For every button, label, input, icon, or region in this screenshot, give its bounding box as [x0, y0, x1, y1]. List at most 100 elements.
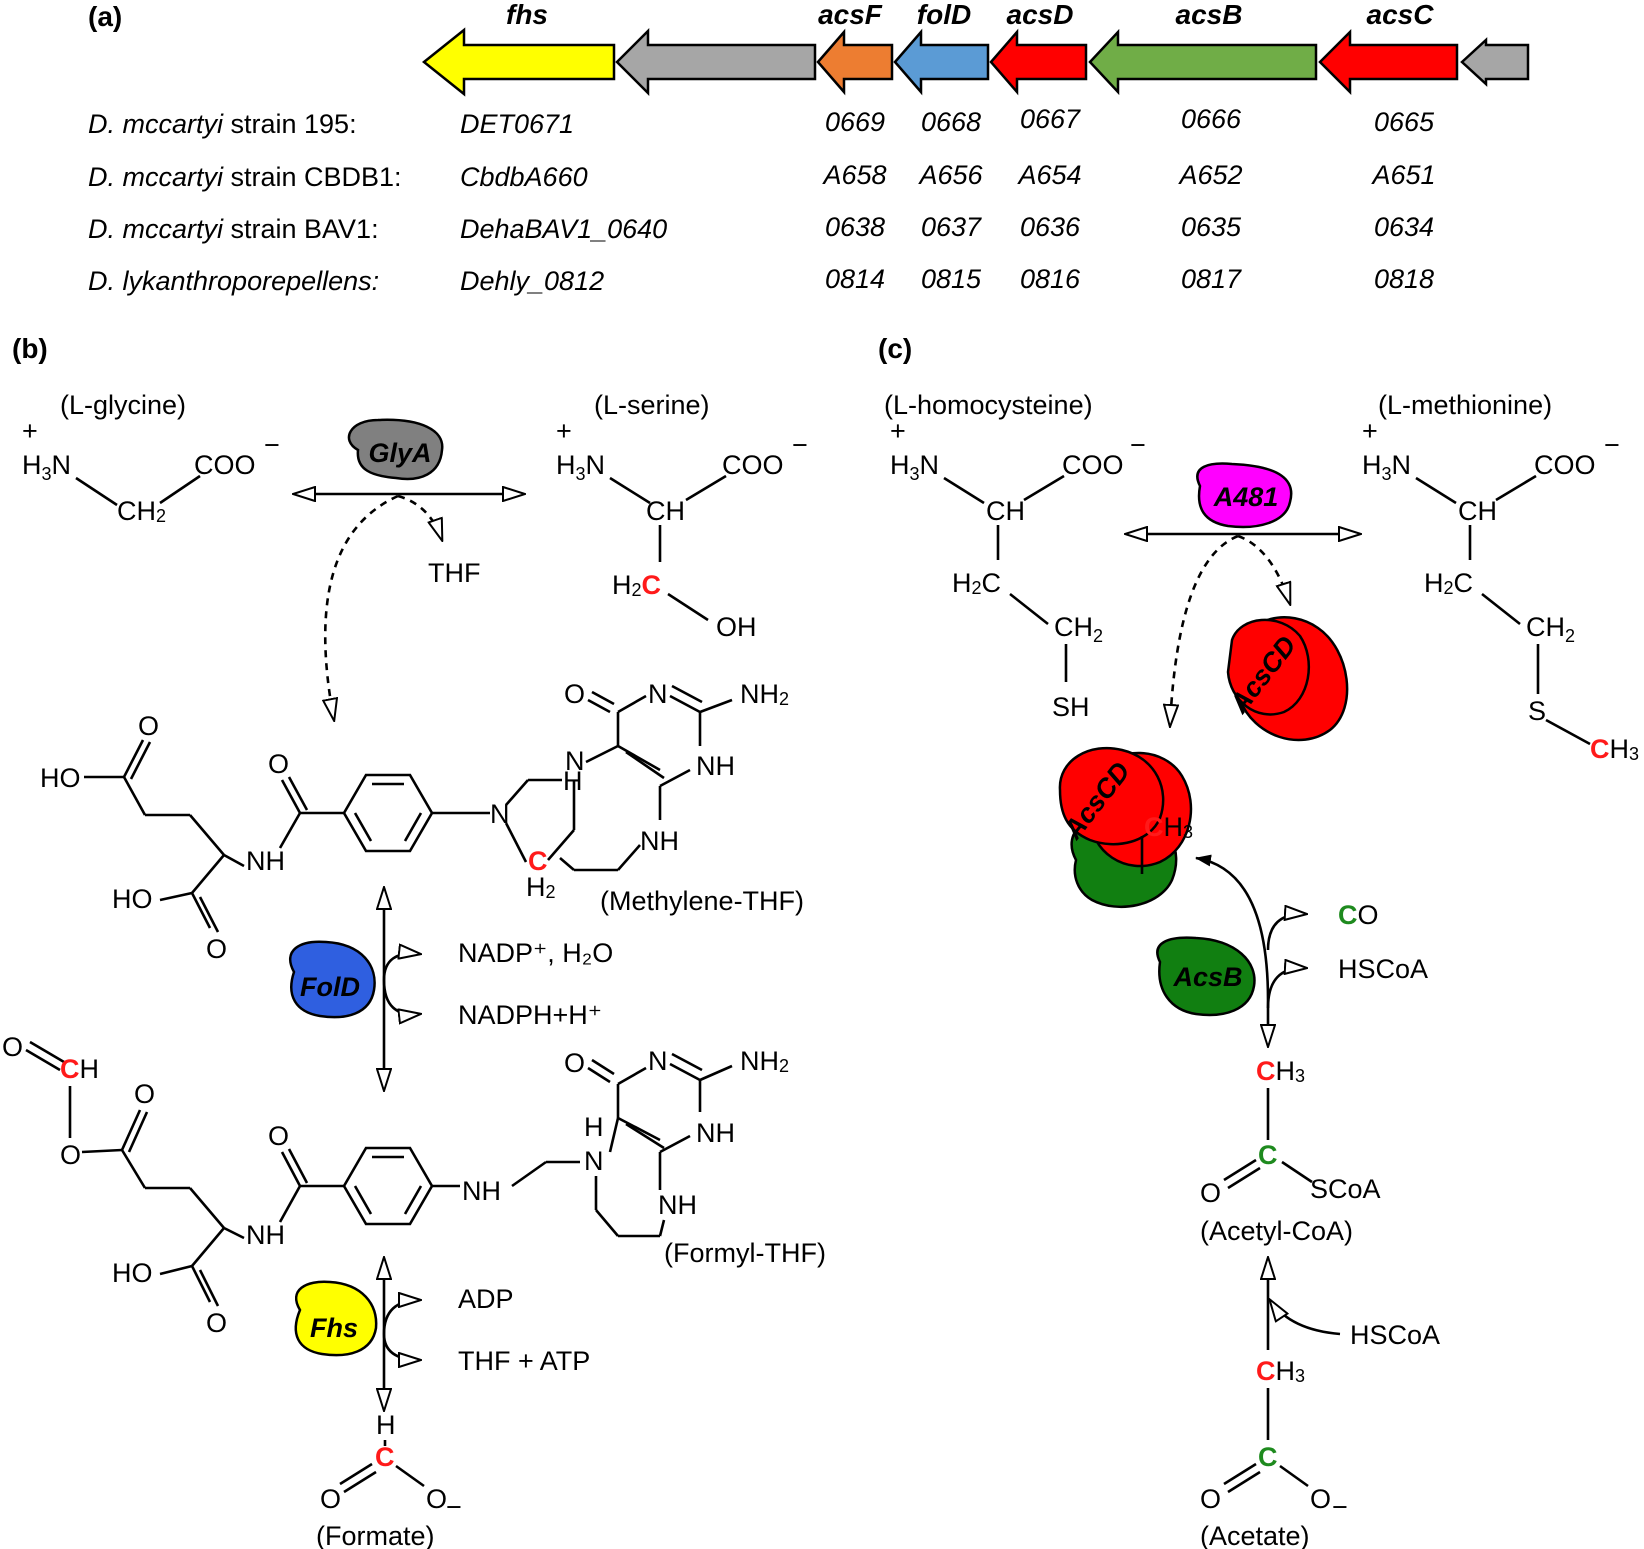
co-label: CO — [1338, 900, 1379, 930]
atom-s: S — [1528, 696, 1546, 726]
nadp-h2o-label: NADP⁺, H₂O — [458, 938, 613, 968]
atom-coo: COO — [194, 450, 256, 480]
a481-enzyme: A481 — [1196, 462, 1293, 529]
charge-minus: − — [1130, 430, 1146, 460]
hscoa-activation-arrow — [1270, 1300, 1341, 1336]
atom-ho: HO — [40, 763, 81, 793]
a481-to-complex-arrow — [1170, 534, 1239, 726]
acscd-enzyme: AcsCD — [1223, 616, 1349, 742]
gene-arrow-acsc — [1318, 28, 1459, 96]
atom-nh: NH — [658, 1190, 697, 1220]
gene-arrow-gray-1 — [615, 27, 817, 97]
locus-acsf: A658 — [821, 160, 886, 190]
atom-n: N — [648, 1046, 668, 1076]
gene-arrow-acsd — [989, 28, 1088, 96]
methylene-thf-label: (Methylene-THF) — [600, 886, 804, 916]
locus-acsc: 0634 — [1374, 212, 1434, 242]
formate-structure: H C O O − (Formate) — [316, 1410, 462, 1549]
gene-label-acsb: acsB — [1176, 0, 1243, 30]
atom-o: O — [564, 1048, 585, 1078]
atom-coo: COO — [1062, 450, 1124, 480]
glycine-label: (L-glycine) — [60, 390, 186, 420]
charge-plus: + — [556, 416, 572, 446]
locus-acsc: A651 — [1370, 160, 1435, 190]
charge-minus: − — [1604, 430, 1620, 460]
atom-scoa: SCoA — [1310, 1174, 1381, 1204]
atom-formyl-c: CH — [60, 1054, 99, 1084]
fold-in-arrow — [382, 979, 420, 1014]
atom-n: N — [584, 1146, 604, 1176]
locus-acsf: 0638 — [825, 212, 885, 242]
acscd-acsb-complex: AcsCD CH3 — [1057, 746, 1193, 908]
strain-row: D. mccartyi strain 195: DET0671 0669 066… — [88, 104, 1435, 139]
fhs-in-arrow — [382, 1333, 420, 1360]
acetate-structure: CH3 C O O − (Acetate) — [1200, 1356, 1348, 1549]
atom-h2: H2 — [526, 872, 556, 902]
atom-o: O — [138, 711, 159, 741]
homocysteine-label: (L-homocysteine) — [884, 390, 1093, 420]
atom-ch: CH — [1458, 496, 1497, 526]
atom-nh: NH — [246, 1220, 285, 1250]
atom-h3n: H3N — [1362, 450, 1411, 484]
strain-row: D. mccartyi strain BAV1: DehaBAV1_0640 0… — [88, 212, 1434, 244]
atom-o: O — [1200, 1178, 1221, 1208]
atom-oh: OH — [716, 612, 757, 642]
locus-first: DET0671 — [460, 109, 574, 139]
locus-acsc: 0818 — [1374, 264, 1434, 294]
thf-label: THF — [428, 558, 480, 588]
charge-minus: − — [1332, 1492, 1348, 1522]
gene-label-fhs: fhs — [506, 0, 548, 30]
atom-ch3: CH3 — [1590, 734, 1639, 764]
charge-minus: − — [264, 430, 280, 460]
atom-h2c: H2C — [952, 568, 1001, 598]
atom-o: O — [2, 1032, 23, 1062]
atom-nh2: NH2 — [740, 679, 789, 709]
gene-label-acsf: acsF — [818, 0, 883, 30]
locus-first: Dehly_0812 — [460, 266, 604, 296]
atom-ch2: CH2 — [117, 496, 166, 526]
acetyl-coa-structure: CH3 C O SCoA (Acetyl-CoA) — [1200, 1056, 1381, 1246]
atom-ho: HO — [112, 1258, 153, 1288]
atom-nh: NH — [246, 846, 285, 876]
atom-o: O — [1310, 1484, 1331, 1514]
acetate-label: (Acetate) — [1200, 1521, 1310, 1549]
atom-c: C — [375, 1442, 395, 1472]
acetyl-coa-label: (Acetyl-CoA) — [1200, 1216, 1353, 1246]
gene-label-acsd: acsD — [1007, 0, 1074, 30]
atom-sh: SH — [1052, 692, 1090, 722]
atom-nh: NH — [696, 1118, 735, 1148]
atom-o: O — [426, 1484, 447, 1514]
locus-acsd: A654 — [1016, 160, 1081, 190]
serine-structure: (L-serine) + H3N CH COO − H2C OH — [556, 390, 808, 642]
acsb-label: AcsB — [1172, 962, 1242, 992]
atom-n: N — [648, 679, 668, 709]
methylene-thf-structure: HO O NH HO O O N H N C H2 — [40, 679, 804, 964]
atom-ch2: CH2 — [1526, 612, 1575, 646]
locus-fold: A656 — [917, 160, 983, 190]
fold-enzyme: FolD — [288, 940, 376, 1019]
atom-n: N — [565, 746, 585, 776]
methionine-label: (L-methionine) — [1378, 390, 1552, 420]
atom-coo: COO — [722, 450, 784, 480]
charge-plus: + — [1362, 416, 1378, 446]
atom-ch2: CH2 — [1054, 612, 1103, 646]
panel-label-a: (a) — [88, 1, 122, 32]
atom-o: O — [206, 1308, 227, 1338]
acsb-to-complex-arrow — [1195, 854, 1270, 1001]
glya-enzyme: GlyA — [347, 418, 444, 481]
gene-cluster — [421, 27, 1530, 97]
gene-arrow-gray-2 — [1460, 37, 1530, 87]
atom-o: O — [564, 679, 585, 709]
thf-atp-label: THF + ATP — [458, 1346, 590, 1376]
formate-label: (Formate) — [316, 1521, 435, 1549]
atom-c: C — [528, 846, 548, 876]
locus-acsb: 0666 — [1181, 104, 1242, 134]
methionine-structure: (L-methionine) + H3N CH COO − H2C CH2 S … — [1362, 390, 1639, 764]
glya-label: GlyA — [368, 438, 431, 468]
locus-acsd: 0816 — [1020, 264, 1081, 294]
formyl-thf-label: (Formyl-THF) — [664, 1238, 826, 1268]
formyl-thf-structure: O CH O O NH HO O O NH H N — [2, 1032, 826, 1338]
atom-ho: HO — [112, 884, 153, 914]
atom-h3n: H3N — [556, 450, 605, 484]
locus-acsb: 0635 — [1181, 212, 1242, 242]
